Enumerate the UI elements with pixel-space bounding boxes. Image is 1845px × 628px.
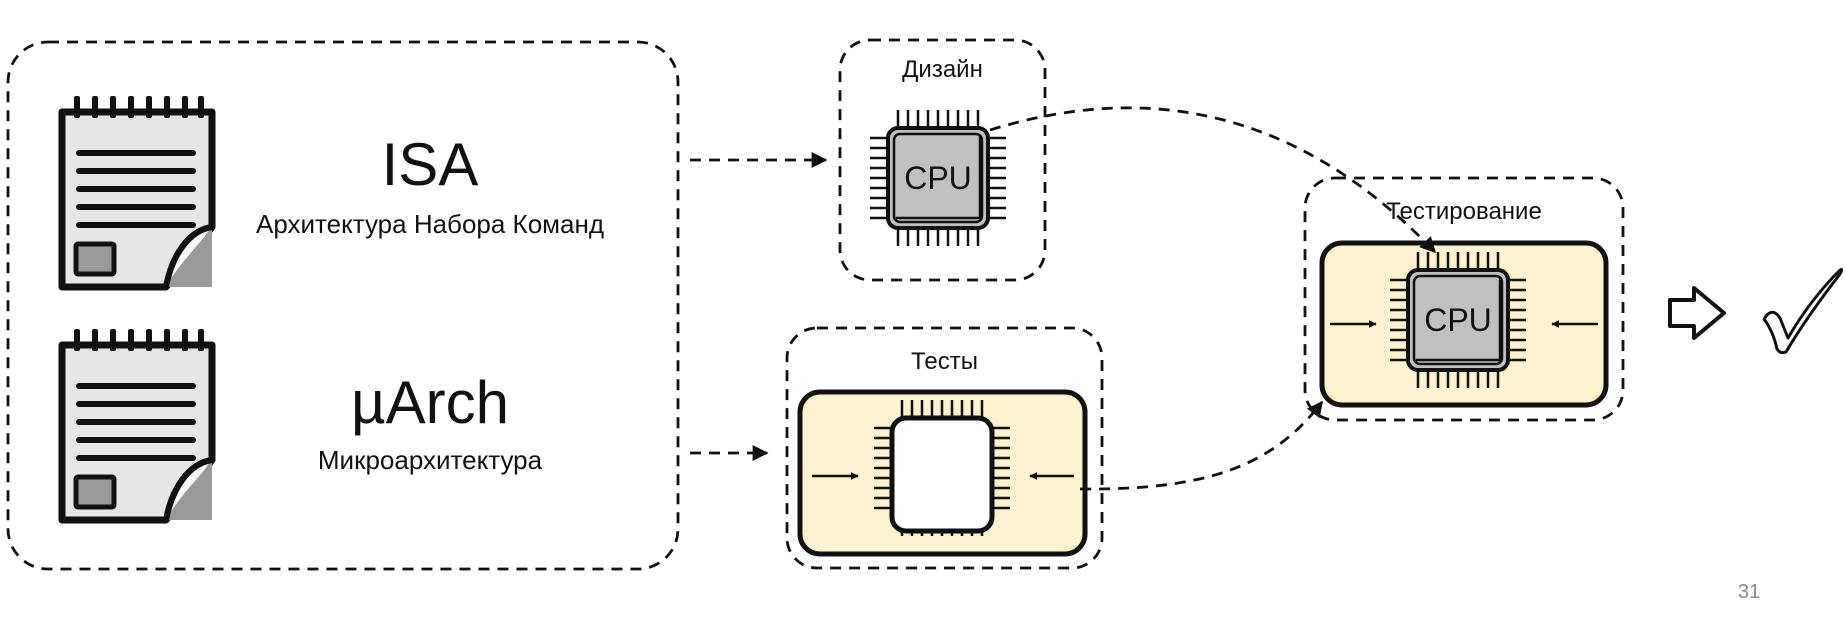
tests-box-title: Тесты	[911, 348, 978, 375]
uarch-subtitle: Микроархитектура	[317, 445, 543, 475]
connector-design-to-testing	[989, 106, 1437, 254]
connector-tests-to-testing	[1079, 400, 1324, 491]
notepad-icon	[62, 329, 212, 520]
testing-cpu-label: CPU	[1424, 302, 1492, 338]
outline-arrow-icon	[1668, 286, 1726, 340]
testing-box-title: Тестирование	[1386, 198, 1542, 225]
empty-chip-icon	[889, 415, 995, 534]
design-box-title: Дизайн	[902, 56, 983, 83]
page-number: 31	[1738, 581, 1761, 603]
notepad-icon	[62, 96, 212, 287]
isa-subtitle: Архитектура Набора Команд	[255, 209, 605, 239]
tests-box	[785, 326, 1104, 570]
design-cpu-label: CPU	[904, 160, 972, 196]
spec-container	[6, 40, 680, 571]
checkmark-icon	[1762, 268, 1843, 355]
uarch-title: µArch	[351, 369, 509, 436]
isa-title: ISA	[381, 131, 479, 198]
